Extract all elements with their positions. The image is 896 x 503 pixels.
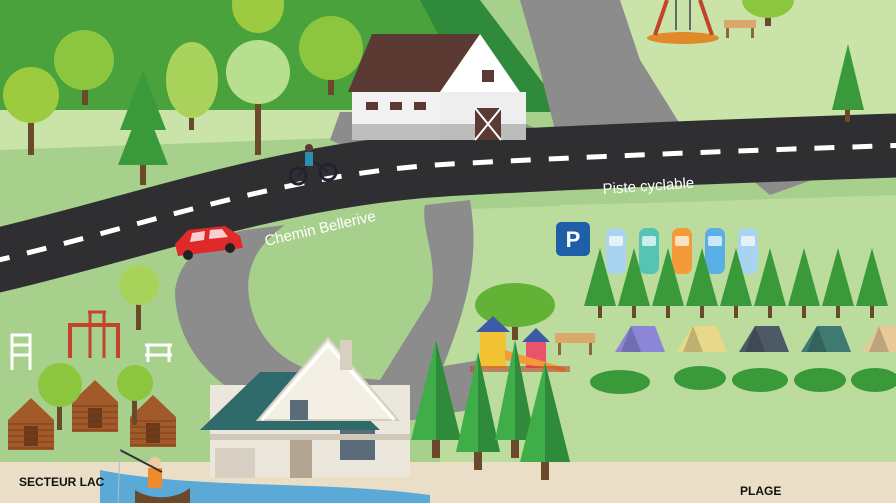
tree-icon <box>618 248 650 318</box>
tree-icon <box>788 248 820 318</box>
bush-row <box>590 366 896 394</box>
tree-icon <box>652 248 684 318</box>
parked-car-icon <box>738 228 758 274</box>
tree-icon <box>520 362 570 480</box>
tree-icon <box>584 248 616 318</box>
driveway-loop <box>175 200 474 420</box>
tree-icon <box>456 352 500 470</box>
forest-edge-meadow <box>0 110 420 150</box>
log-cabin-icon <box>72 380 118 432</box>
big-pines <box>411 340 570 480</box>
bench-icon <box>724 20 756 38</box>
tree-icon <box>495 340 535 458</box>
tree-icon <box>754 248 786 318</box>
pine-row <box>584 248 888 318</box>
log-cabin-icon <box>8 398 54 450</box>
bench-icon <box>555 333 595 355</box>
bench-icon <box>145 343 172 362</box>
tree-icon <box>232 0 284 33</box>
tree-icon <box>856 248 888 318</box>
tree-icon <box>119 265 159 330</box>
parked-car-icon <box>672 228 692 274</box>
tree-icon <box>118 70 168 185</box>
tree-icon <box>822 248 854 318</box>
cabins <box>8 380 176 450</box>
parked-car-icon <box>639 228 659 274</box>
tree-icon <box>720 248 752 318</box>
barn-icon <box>348 34 526 141</box>
tree-icon <box>686 248 718 318</box>
farm-lane <box>520 0 690 150</box>
tree-icon <box>832 44 864 122</box>
parked-car-icon <box>606 228 626 274</box>
tree-icon <box>38 363 82 430</box>
swing-set-icon <box>68 310 120 358</box>
swing-set-icon <box>647 0 719 44</box>
tent-icon <box>863 326 896 352</box>
parked-car-icon <box>705 228 725 274</box>
farmhouse-icon <box>200 336 410 478</box>
tent-row <box>615 326 896 352</box>
cyclist-icon <box>288 144 338 186</box>
parking-label: P <box>566 227 581 252</box>
tree-icon <box>226 40 290 155</box>
tent-icon <box>739 326 789 352</box>
parked-cars <box>606 228 758 274</box>
tree-icon <box>411 340 461 458</box>
tree-icon <box>299 16 363 95</box>
tent-icon <box>615 326 665 352</box>
tree-icon <box>742 0 794 26</box>
log-cabin-icon <box>130 395 176 447</box>
monkey-bars-icon <box>10 333 32 370</box>
parking-icon: P <box>556 222 590 256</box>
tent-icon <box>677 326 727 352</box>
tree-icon <box>54 30 114 105</box>
beach-label: PLAGE <box>740 484 781 498</box>
car-icon <box>175 226 243 260</box>
fisherman-icon <box>117 449 190 503</box>
lake-sector-label: SECTEUR LAC <box>19 475 105 489</box>
bike-path-label: Piste cyclable <box>602 175 695 198</box>
tree-icon <box>117 365 153 425</box>
tree-icon <box>166 42 218 130</box>
tree-icon <box>3 67 59 155</box>
tent-icon <box>801 326 851 352</box>
